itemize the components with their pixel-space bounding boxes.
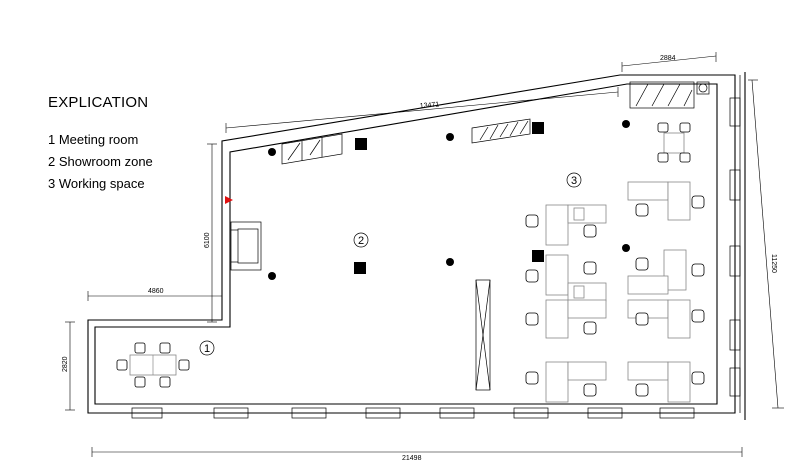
svg-text:21498: 21498	[402, 455, 422, 462]
svg-text:3: 3	[571, 175, 577, 187]
dimension-right-side: 11250	[748, 79, 784, 409]
workstations	[525, 181, 705, 403]
column	[532, 122, 544, 134]
bottom-windows	[131, 407, 695, 419]
dimension-bottom: 21498	[91, 447, 743, 462]
column	[354, 262, 366, 274]
svg-text:2: 2	[358, 235, 364, 247]
legend-item-working-space: 3 Working space	[48, 176, 145, 191]
svg-text:2884: 2884	[660, 55, 676, 62]
meeting-table-group	[116, 342, 190, 388]
shelf-top-right	[629, 81, 710, 109]
zone-label-3: 3	[566, 172, 582, 188]
svg-text:2820: 2820	[62, 356, 69, 372]
legend-item-showroom-zone: 2 Showroom zone	[48, 154, 153, 169]
outer-wall	[87, 74, 736, 414]
legend-item-meeting-room: 1 Meeting room	[48, 132, 139, 147]
svg-text:1: 1	[204, 343, 210, 355]
right-windows	[729, 97, 741, 397]
light-points	[268, 120, 630, 280]
entrance-marker	[225, 196, 233, 204]
dimension-top-wall: 13471	[225, 87, 619, 133]
svg-text:4860: 4860	[148, 288, 164, 295]
column	[355, 138, 367, 150]
display-rack	[475, 279, 491, 391]
zone-label-2: 2	[353, 232, 369, 248]
legend: EXPLICATION 1 Meeting room 2 Showroom zo…	[48, 94, 153, 195]
svg-text:11250: 11250	[770, 254, 777, 273]
dimension-left-lower: 2820	[62, 321, 75, 411]
shelf-left	[281, 133, 343, 165]
legend-title: EXPLICATION	[48, 94, 149, 111]
column	[532, 250, 544, 262]
dimension-left-upper: 6100	[204, 143, 217, 323]
round-table-group	[657, 122, 691, 163]
dimension-left-step: 4860	[87, 288, 223, 301]
inner-wall	[94, 83, 718, 405]
svg-text:13471: 13471	[420, 101, 440, 110]
zone-label-1: 1	[199, 340, 215, 356]
sofa	[230, 221, 262, 271]
shelf-right	[471, 118, 531, 144]
svg-text:6100: 6100	[204, 232, 211, 248]
dimension-top-right: 2884	[621, 52, 717, 72]
